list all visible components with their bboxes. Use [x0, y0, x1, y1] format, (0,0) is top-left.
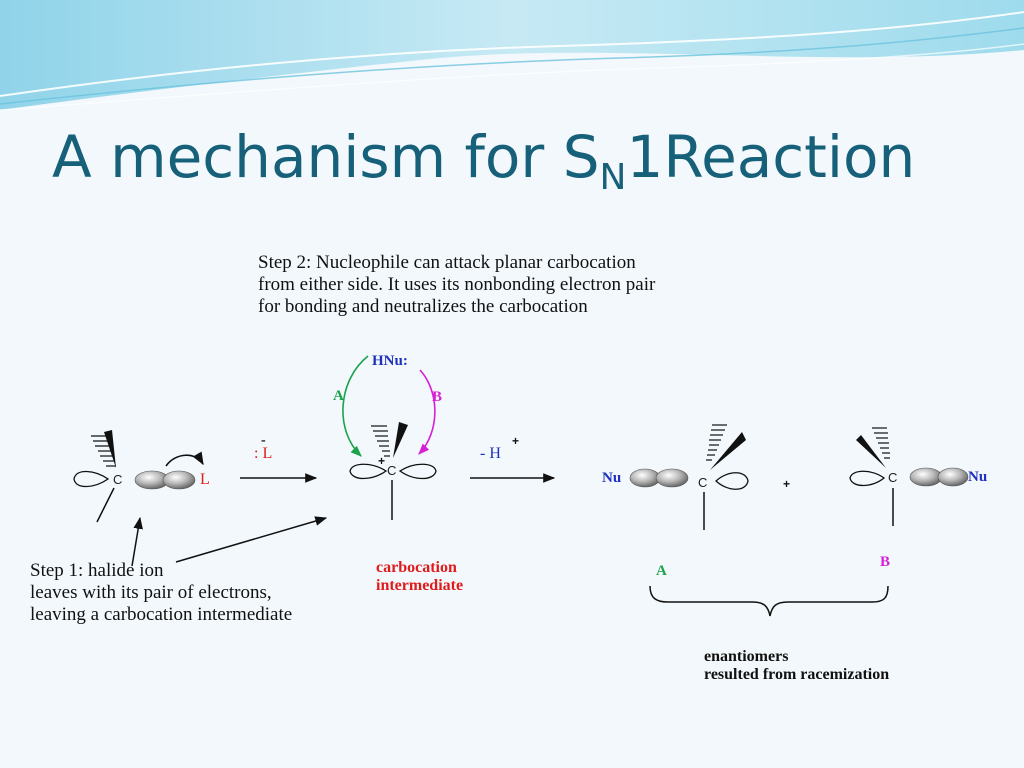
title-main: A mechanism for S — [52, 123, 600, 191]
intermediate-line1: carbocation — [376, 559, 457, 576]
product-a-nu-label: Nu — [602, 470, 622, 486]
path-b-label: B — [432, 389, 443, 405]
step1-line3: leaving a carbocation intermediate — [30, 603, 293, 625]
step2-line3: for bonding and neutralizes the carbocat… — [258, 295, 588, 317]
products-line1: enantiomers — [704, 648, 789, 665]
carbocation-solid-wedge — [393, 422, 408, 458]
leaving-group-label: L — [200, 471, 210, 488]
h-plus-charge: + — [512, 434, 520, 448]
carbocation-intermediate-label: carbocation intermediate — [376, 559, 463, 596]
product-b-nu-label: Nu — [968, 469, 988, 485]
step1-pointer-arrow-a — [131, 516, 143, 567]
enantiomers-label: enantiomers resulted from racemization — [704, 648, 889, 685]
product-b-molecule — [849, 427, 969, 526]
product-a-label: A — [656, 563, 667, 579]
step2-line1: Step 2: Nucleophile can attack planar ca… — [258, 252, 636, 273]
products-line2: resulted from racemization — [704, 666, 890, 684]
carbocation-molecule — [342, 355, 437, 520]
product-a-carbon-label: C — [698, 475, 708, 490]
product-b-carbon-label: C — [888, 470, 898, 485]
title-subscript: N — [599, 157, 627, 198]
carbocation-hashed-wedge — [371, 425, 390, 457]
step1-pointer-arrow-b — [175, 516, 328, 563]
intermediate-line2: intermediate — [376, 577, 464, 595]
step2-description: Step 2: Nucleophile can attack planar ca… — [258, 252, 655, 318]
reactant-solid-wedge — [104, 430, 116, 468]
slide-title: A mechanism for SN1Reaction — [52, 128, 915, 196]
step2-line2: from either side. It uses its nonbonding… — [258, 273, 656, 295]
product-a-solid-wedge — [710, 432, 746, 470]
product-a-hashed-wedge — [706, 424, 727, 461]
title-end: 1Reaction — [626, 123, 916, 191]
header-wave-decoration — [0, 0, 1024, 111]
nucleophile-label: HNu: — [372, 353, 408, 369]
removed-leaving-group-label: : L — [254, 445, 273, 462]
step1-line1: Step 1: halide ion — [30, 560, 164, 581]
carbocation-plus-charge: + — [378, 454, 386, 468]
step1-line2: leaves with its pair of electrons, — [30, 581, 272, 603]
step1-description: Step 1: halide ion leaves with its pair … — [30, 560, 292, 626]
leaving-group-minus: - — [261, 433, 266, 448]
products-plus-sign: + — [783, 477, 791, 491]
product-b-hashed-wedge — [872, 427, 890, 459]
carbocation-carbon-label: C — [387, 463, 397, 478]
reactant-molecule — [73, 430, 204, 523]
product-b-solid-wedge — [856, 435, 886, 468]
enantiomers-brace — [649, 585, 889, 617]
reactant-carbon-label: C — [113, 472, 123, 487]
product-b-label: B — [880, 554, 891, 570]
path-a-label: A — [333, 388, 344, 404]
product-a-molecule — [629, 424, 749, 530]
minus-h-label: - H — [480, 445, 501, 462]
